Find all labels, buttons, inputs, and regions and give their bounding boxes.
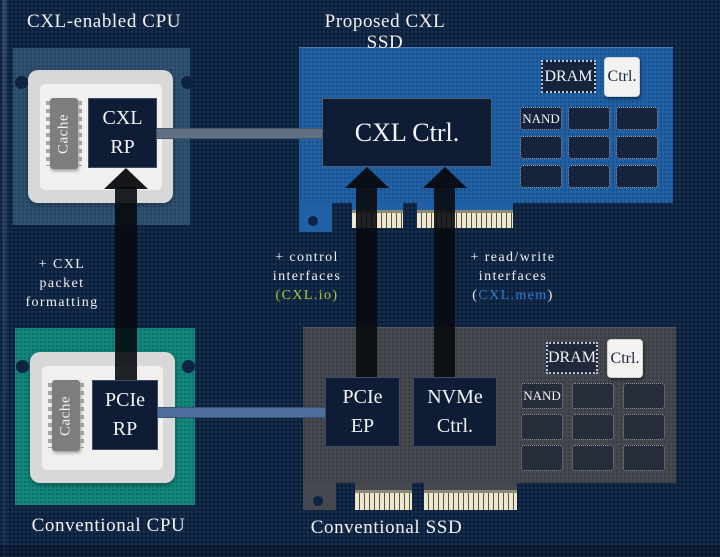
paren-close: ) xyxy=(547,288,554,303)
nand-chip xyxy=(572,383,614,409)
mounting-hole xyxy=(308,216,318,226)
title-cxl-enabled-cpu: CXL-enabled CPU xyxy=(26,11,182,32)
cache-label: Cache xyxy=(55,113,72,154)
socket-notch xyxy=(16,360,29,373)
nand-chip xyxy=(623,414,665,440)
cache-label: Cache xyxy=(57,395,74,436)
pcie-rp-block: PCIe RP xyxy=(92,380,158,450)
connector-stub xyxy=(352,202,403,212)
nand-chip: NAND xyxy=(521,383,563,409)
nand-chip xyxy=(616,107,658,130)
cxl-ctrl-block: CXL Ctrl. xyxy=(322,98,492,167)
annotation-read-write-interfaces: + read/write interfaces (CXL.mem) xyxy=(455,248,571,305)
cache-chip: Cache xyxy=(46,98,82,169)
pcie-connector-fingers xyxy=(355,490,412,510)
nand-chip xyxy=(520,136,562,159)
socket-notch xyxy=(181,76,194,89)
nand-chip xyxy=(521,445,563,471)
paren-open: ( xyxy=(472,288,479,303)
arrow-cpu-upgrade-head xyxy=(104,168,148,189)
nand-chip xyxy=(623,383,665,409)
nand-chip xyxy=(623,445,665,471)
paren-open: ( xyxy=(275,288,282,303)
nand-chip xyxy=(616,136,658,159)
dram-ctrl-chip: Ctrl. xyxy=(607,339,643,378)
slide-edge-highlight xyxy=(2,0,7,557)
connector-stub xyxy=(417,202,513,212)
annotation-control-interfaces: + control interfaces (CXL.io) xyxy=(249,248,365,305)
socket-notch xyxy=(15,76,28,89)
title-conventional-ssd: Conventional SSD xyxy=(310,517,463,538)
cxl-mem-text: CXL.mem xyxy=(478,288,548,303)
nand-chip xyxy=(521,414,563,440)
dram-chip: DRAM xyxy=(546,342,598,374)
nand-array: NAND xyxy=(520,107,658,188)
annotation-text: + CXL packet formatting xyxy=(25,257,99,310)
nand-array: NAND xyxy=(521,383,665,471)
nand-chip xyxy=(572,414,614,440)
pcie-ep-block: PCIe EP xyxy=(325,377,400,447)
nand-chip xyxy=(568,107,610,130)
annotation-text: + control interfaces xyxy=(272,250,342,284)
arrow-cxl-io-head xyxy=(345,167,389,188)
pcie-link-line xyxy=(156,407,328,418)
cxl-mem-tag: (CXL.mem) xyxy=(455,286,571,305)
nand-chip xyxy=(568,136,610,159)
cache-chip: Cache xyxy=(48,380,84,451)
nand-chip xyxy=(572,445,614,471)
nvme-ctrl-block: NVMe Ctrl. xyxy=(413,377,497,447)
nand-chip xyxy=(568,165,610,188)
cxl-io-tag: (CXL.io) xyxy=(249,286,365,305)
cxl-io-text: CXL.io xyxy=(281,288,333,303)
dram-ctrl-chip: Ctrl. xyxy=(604,57,640,97)
cxl-link-line xyxy=(155,128,325,139)
connector-stub xyxy=(424,482,517,492)
pcie-connector-fingers xyxy=(417,210,513,228)
arrow-cxl-io-shaft xyxy=(356,186,377,377)
arrow-cxl-mem-head xyxy=(423,167,467,188)
arrow-cxl-mem-shaft xyxy=(434,186,455,377)
cxl-rp-block: CXL RP xyxy=(88,98,157,168)
title-conventional-cpu: Conventional CPU xyxy=(31,515,186,536)
socket-notch xyxy=(182,360,195,373)
annotation-text: + read/write interfaces xyxy=(470,250,556,284)
mounting-hole xyxy=(313,496,323,506)
pcie-connector-fingers xyxy=(424,490,517,510)
annotation-cxl-packet-formatting: + CXL packet formatting xyxy=(4,255,120,312)
nand-chip xyxy=(520,165,562,188)
slide-bottom-band xyxy=(0,545,720,557)
paren-close: ) xyxy=(332,288,339,303)
connector-stub xyxy=(355,482,412,492)
dram-chip: DRAM xyxy=(541,60,596,93)
arrow-cpu-upgrade-shaft xyxy=(115,187,137,380)
title-proposed-cxl-ssd: Proposed CXL SSD xyxy=(324,11,446,53)
nand-chip xyxy=(616,165,658,188)
nand-chip: NAND xyxy=(520,107,562,130)
